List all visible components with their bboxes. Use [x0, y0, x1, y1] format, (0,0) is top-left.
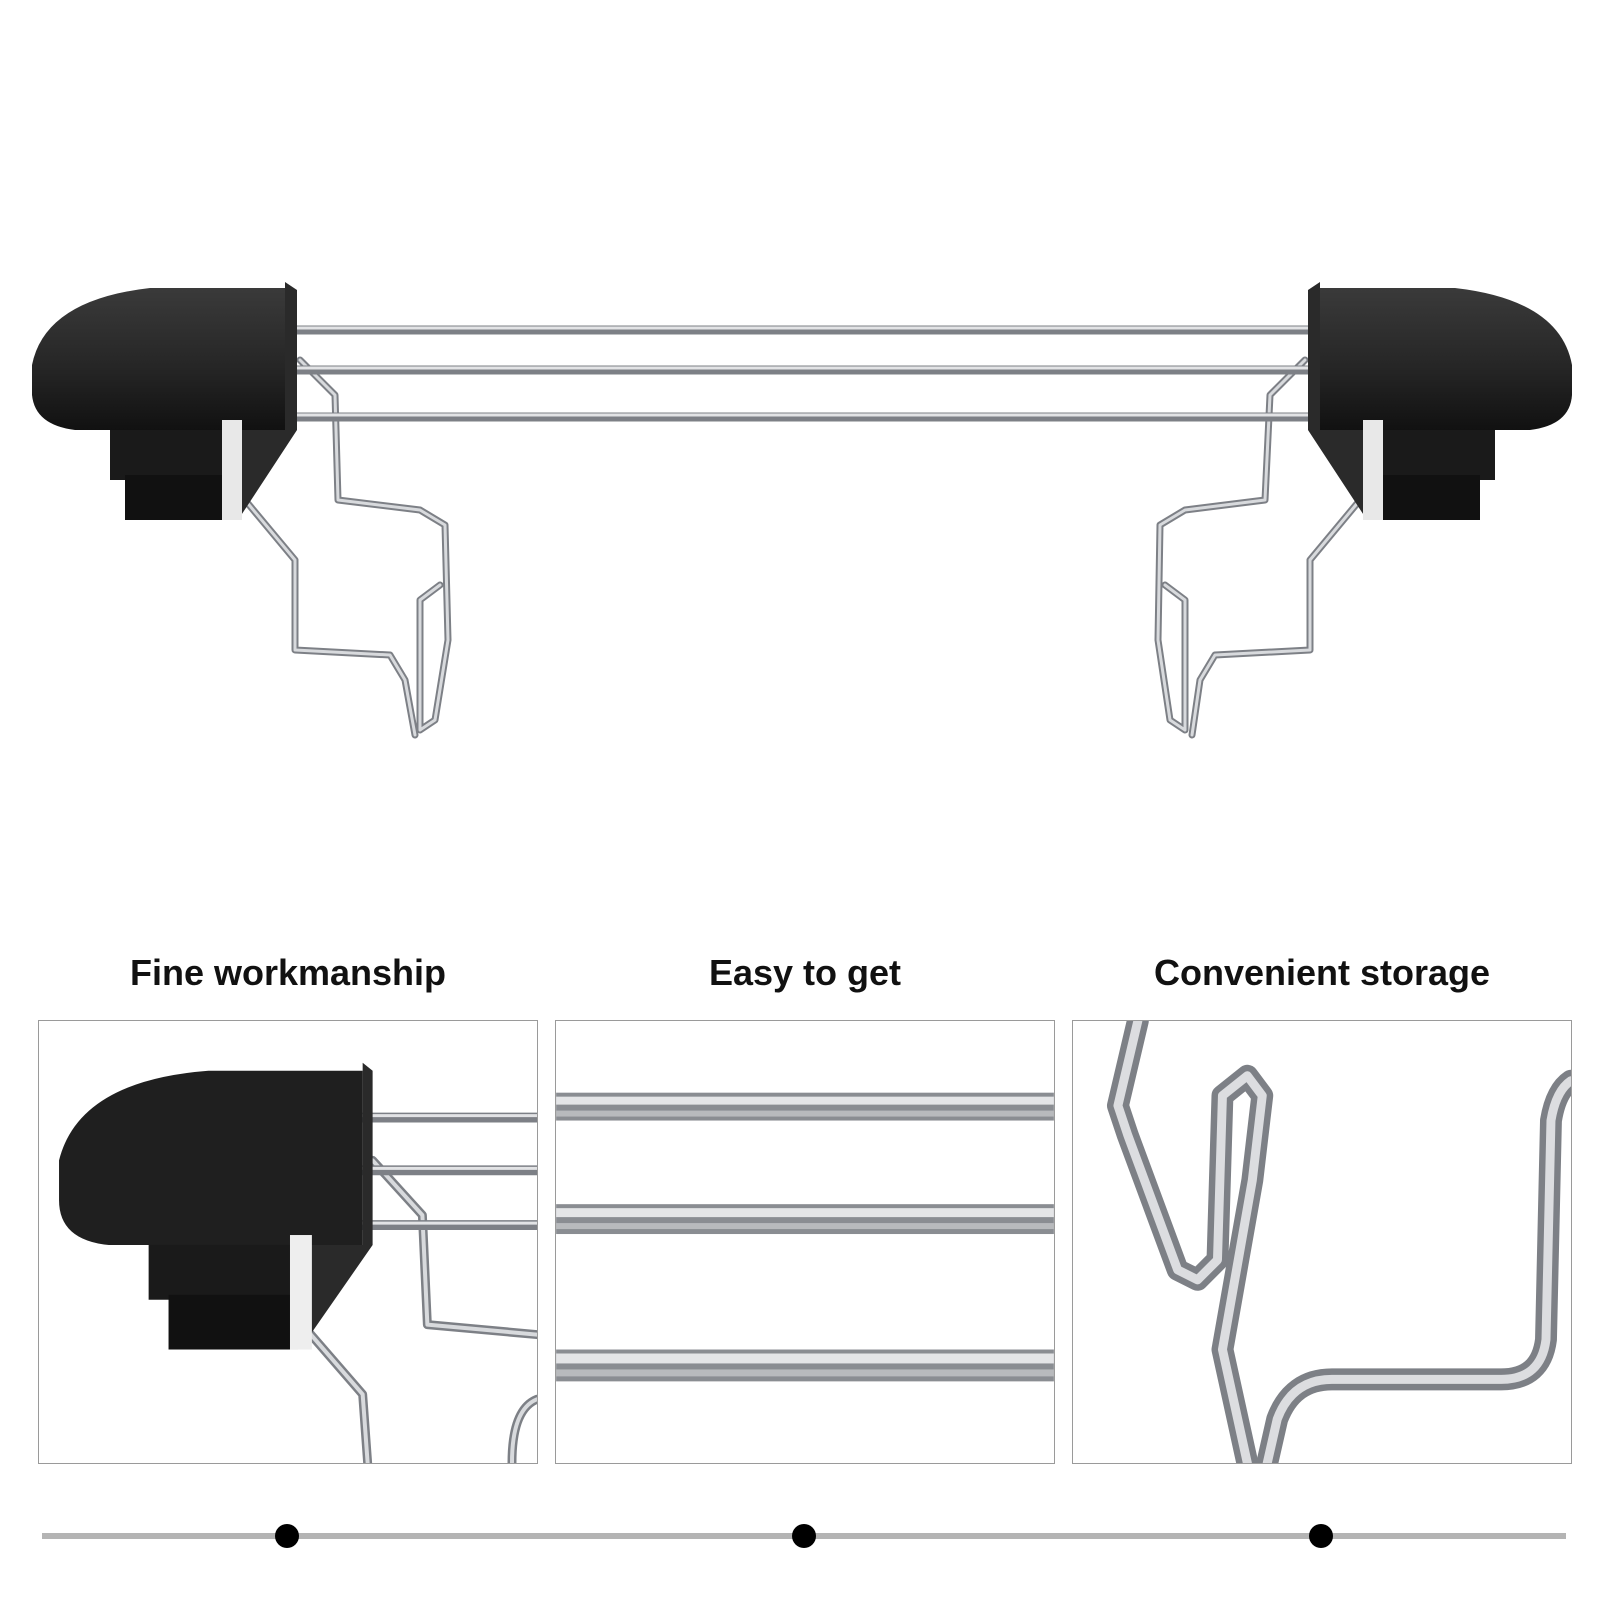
- feature-caption-1: Fine workmanship: [129, 952, 447, 993]
- detail-panel-end-cap: [38, 1020, 538, 1464]
- timeline-dot-1: [275, 1524, 299, 1548]
- detail-panel-rods: [555, 1020, 1055, 1464]
- product-image: [32, 282, 1572, 739]
- detail-panel-hook: [1072, 1020, 1572, 1464]
- right-wire-hook: [1154, 356, 1364, 739]
- left-wire-hook: [241, 356, 452, 739]
- right-end-cap: [1308, 282, 1572, 520]
- progress-timeline: [42, 1524, 1566, 1548]
- left-end-cap: [32, 282, 297, 520]
- rods-detail-image: [556, 1092, 1054, 1382]
- steel-rods: [240, 325, 1363, 422]
- timeline-dot-3: [1309, 1524, 1333, 1548]
- feature-caption-3: Convenient storage: [1153, 952, 1491, 993]
- timeline-dot-2: [792, 1524, 816, 1548]
- hook-detail-image: [1106, 1021, 1571, 1463]
- end-cap-detail-image: [59, 1062, 537, 1463]
- feature-caption-2: Easy to get: [708, 952, 902, 993]
